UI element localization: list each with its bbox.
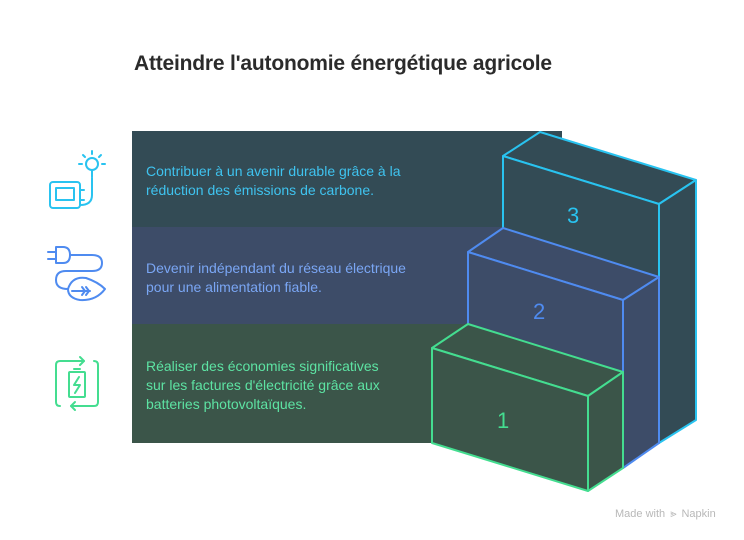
step-1-number: 1 (497, 408, 510, 433)
page-title: Atteindre l'autonomie énergétique agrico… (134, 52, 552, 75)
step-3-text: Contribuer à un avenir durable grâce à l… (146, 163, 401, 198)
napkin-logo-icon: ⪢ (670, 508, 677, 520)
generator-lightbulb-icon (49, 150, 106, 209)
battery-recycle-icon (55, 356, 99, 411)
step-3-band (132, 131, 562, 227)
napkin-watermark: Made with ⪢ Napkin (615, 508, 716, 520)
step-1-block (431, 323, 624, 492)
plug-leaf-icon (47, 246, 106, 302)
step-1-text: Réaliser des économies significatives su… (146, 358, 380, 412)
step-2-text: Devenir indépendant du réseau électrique… (146, 260, 406, 295)
step-2-number: 2 (533, 299, 546, 324)
step-3-number: 3 (567, 203, 580, 228)
